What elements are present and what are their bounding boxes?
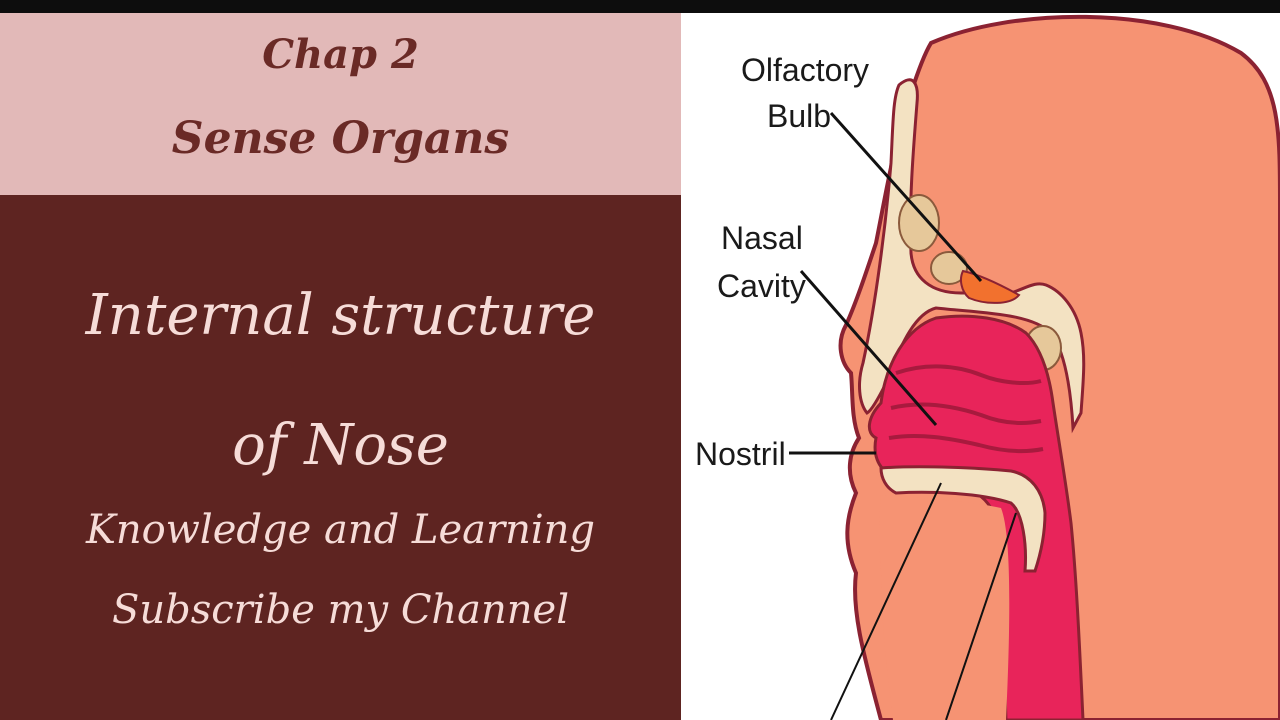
- nose-diagram-svg: Olfactory Bulb Nasal Cavity Nostril: [695, 14, 1280, 720]
- header-band: Chap 2 Sense Organs: [0, 13, 681, 195]
- nose-diagram: Olfactory Bulb Nasal Cavity Nostril: [681, 13, 1280, 720]
- title-line-2: of Nose: [232, 413, 449, 478]
- olfactory-bulb: [960, 269, 1021, 304]
- label-olfactory-2: Bulb: [767, 98, 831, 134]
- title-panel: Chap 2 Sense Organs Internal structure o…: [0, 13, 681, 720]
- label-nasal-1: Nasal: [721, 220, 803, 256]
- sinus-cell: [898, 194, 940, 252]
- label-olfactory-1: Olfactory: [741, 52, 869, 88]
- subject-text: Sense Organs: [171, 113, 510, 164]
- oral-area: [879, 495, 1010, 720]
- turbinate-middle: [890, 402, 1042, 425]
- hard-palate: [879, 465, 1047, 573]
- top-bar: [0, 0, 1280, 13]
- turbinate-upper: [895, 364, 1042, 385]
- leader-nasal: [799, 270, 938, 426]
- title-line-1: Internal structure: [85, 283, 596, 348]
- label-nostril: Nostril: [695, 436, 786, 472]
- leader-olfactory: [829, 112, 983, 282]
- label-nasal-2: Cavity: [717, 268, 806, 304]
- main-band: Internal structure of Nose Knowledge and…: [0, 195, 681, 720]
- chapter-text: Chap 2: [262, 31, 419, 78]
- channel-name: Knowledge and Learning: [85, 507, 596, 553]
- subscribe-text: Subscribe my Channel: [111, 587, 570, 633]
- nasal-bone: [858, 78, 1086, 434]
- sinus-cell: [930, 251, 968, 285]
- turbinate-lower: [888, 433, 1044, 454]
- leader-lower-2: [945, 512, 1017, 720]
- leader-lower-1: [830, 482, 942, 720]
